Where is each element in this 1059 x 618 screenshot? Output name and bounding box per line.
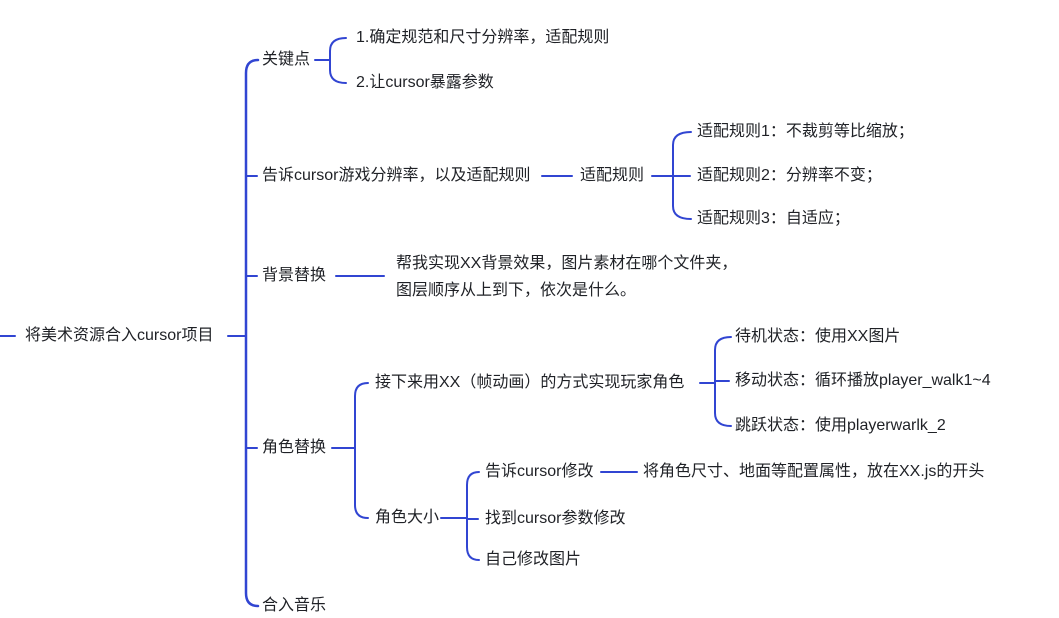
role-bracket-line [354, 382, 369, 519]
mindmap-node-state-jump[interactable]: 跳跃状态：使用playerwarlk_2 [735, 417, 946, 435]
keypoints-bracket-line [329, 37, 347, 84]
mindmap-node-key-points[interactable]: 关键点 [262, 51, 311, 69]
mindmap-node-adapt-rule-1[interactable]: 适配规则1：不裁剪等比缩放； [697, 123, 914, 141]
mindmap-node-bg-replace[interactable]: 背景替换 [262, 267, 327, 285]
mindmap-node-adapt-rule-3[interactable]: 适配规则3：自适应； [697, 210, 850, 228]
mindmap-node-adapt-rules[interactable]: 适配规则 [580, 167, 645, 185]
mindmap-node-keypoint-2[interactable]: 2.让cursor暴露参数 [356, 74, 494, 92]
mindmap-node-tell-resolution[interactable]: 告诉cursor游戏分辨率，以及适配规则 [262, 167, 531, 185]
mindmap-node-bg-prompt[interactable]: 帮我实现XX背景效果，图片素材在哪个文件夹， 图层顺序从上到下，依次是什么。 [396, 255, 738, 299]
size-bracket-line [466, 471, 480, 561]
mindmap-node-role-replace[interactable]: 角色替换 [262, 439, 327, 457]
mindmap-node-keypoint-1[interactable]: 1.确定规范和尺寸分辨率，适配规则 [356, 29, 610, 47]
mindmap-node-merge-music[interactable]: 合入音乐 [262, 597, 327, 615]
mindmap-node-role-size[interactable]: 角色大小 [375, 509, 440, 527]
mindmap-node-state-move[interactable]: 移动状态：循环播放player_walk1~4 [735, 372, 991, 390]
mindmap-node-root[interactable]: 将美术资源合入cursor项目 [25, 327, 214, 345]
mindmap-node-state-idle[interactable]: 待机状态：使用XX图片 [735, 328, 901, 346]
mindmap-node-size-find-param[interactable]: 找到cursor参数修改 [485, 510, 626, 528]
mindmap-node-role-anim[interactable]: 接下来用XX（帧动画）的方式实现玩家角色 [375, 374, 685, 392]
mindmap-node-size-tell-cursor[interactable]: 告诉cursor修改 [485, 463, 594, 481]
main-trunk-line [244, 58, 260, 608]
mindmap-node-size-tell-detail[interactable]: 将角色尺寸、地面等配置属性，放在XX.js的开头 [643, 463, 985, 481]
mindmap-node-size-self-edit[interactable]: 自己修改图片 [485, 551, 582, 569]
mindmap-node-adapt-rule-2[interactable]: 适配规则2：分辨率不变； [697, 167, 882, 185]
